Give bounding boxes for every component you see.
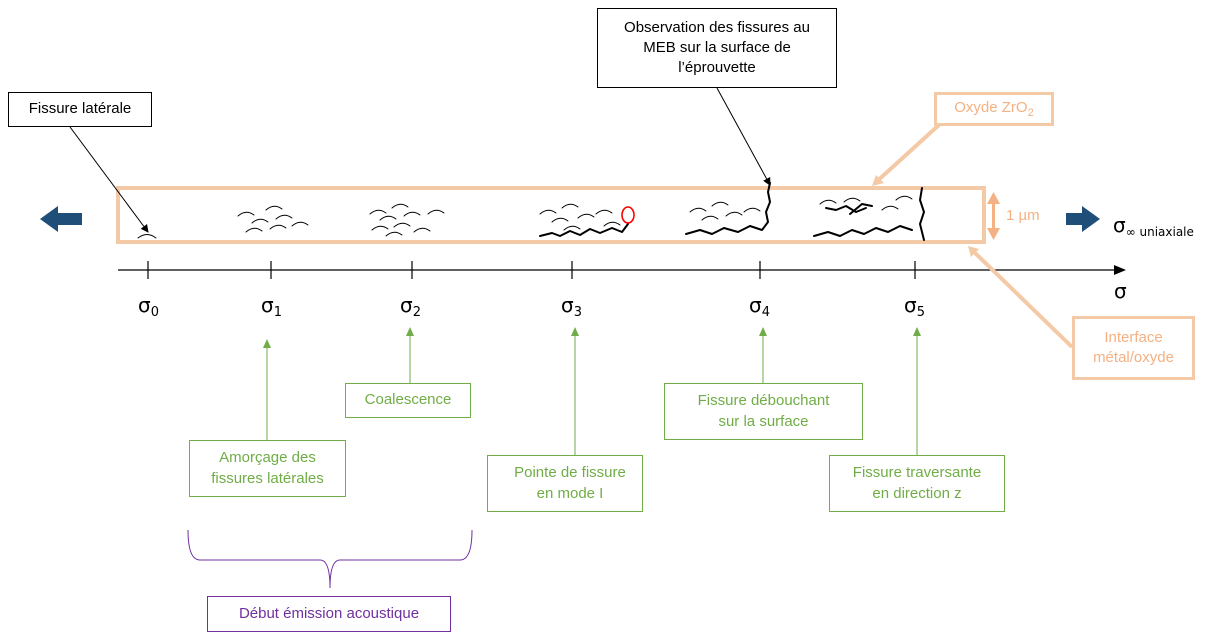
stage-line: Fissure traversante [852, 464, 982, 482]
sigma-5-label: σ5 [904, 293, 925, 320]
crack-sketches [137, 195, 913, 239]
stage-line: Amorçage des [219, 449, 316, 467]
sem-observation-leader [716, 87, 771, 186]
stage-line: Pointe de fissure [514, 464, 626, 482]
sigma-0-label: σ0 [138, 293, 159, 320]
thickness-label: 1 µm [1006, 207, 1040, 224]
acoustic-emission-label: Début émission acoustique [238, 604, 420, 622]
acoustic-emission-box: Début émission acoustique [207, 596, 451, 632]
interface-label-line: Interface [1104, 328, 1163, 346]
stage-line: en direction z [872, 484, 962, 502]
oxide-layer [116, 186, 986, 244]
stage-line: fissures latérales [211, 469, 324, 487]
stage-line: Coalescence [364, 391, 452, 409]
stress-axis-label: σ [1114, 279, 1127, 303]
lateral-crack-leader [69, 126, 149, 233]
acoustic-emission-brace [187, 529, 473, 589]
sigma-infinity-label: σ∞ uniaxiale [1113, 213, 1194, 239]
stage-surface-crack-box: Fissure débouchant sur la surface [664, 383, 863, 440]
oxide-label: Oxyde ZrO2 [954, 98, 1034, 119]
lateral-crack-box: Fissure latérale [8, 92, 152, 127]
interface-label-box: Interface métal/oxyde [1072, 316, 1195, 380]
lateral-crack-label: Fissure latérale [28, 100, 132, 118]
sem-observation-line: l’éprouvette [678, 59, 756, 77]
oxide-leader-head [872, 175, 884, 186]
interface-leader-head [968, 246, 979, 257]
stage-coalescence-box: Coalescence [345, 383, 471, 418]
oxide-label-box: Oxyde ZrO2 [934, 92, 1054, 126]
sigma-3-label: σ3 [561, 293, 582, 320]
stage-through-crack-box: Fissure traversante en direction z [829, 455, 1005, 512]
stage-leader-heads [263, 327, 921, 348]
tension-arrow-right [1066, 206, 1100, 232]
sigma-4-label: σ4 [749, 293, 770, 320]
thickness-arrow [987, 192, 1000, 240]
oxide-leader [872, 122, 942, 186]
interface-label-line: métal/oxyde [1093, 349, 1174, 366]
sem-observation-line: Observation des fissures au [624, 18, 810, 36]
stage-mode1-box: Pointe de fissure en mode I [487, 455, 643, 512]
interface-leader [970, 248, 1074, 349]
sigma-2-label: σ2 [400, 293, 421, 320]
stress-ticks [147, 261, 916, 279]
stage-line: en mode I [536, 484, 604, 502]
stage-initiation-box: Amorçage des fissures latérales [189, 440, 346, 497]
sigma-1-label: σ1 [261, 293, 282, 320]
crack-tip-marker [621, 206, 635, 224]
sem-observation-box: Observation des fissures au MEB sur la s… [597, 8, 837, 88]
tension-arrow-left [40, 206, 82, 232]
stage-line: Fissure débouchant [697, 392, 830, 410]
propagated-cracks [539, 182, 925, 241]
stage-leaders [266, 335, 918, 455]
sem-observation-line: MEB sur la surface de [643, 38, 791, 56]
stress-axis-arrowhead [1114, 265, 1126, 275]
stage-line: sur la surface [718, 412, 809, 430]
